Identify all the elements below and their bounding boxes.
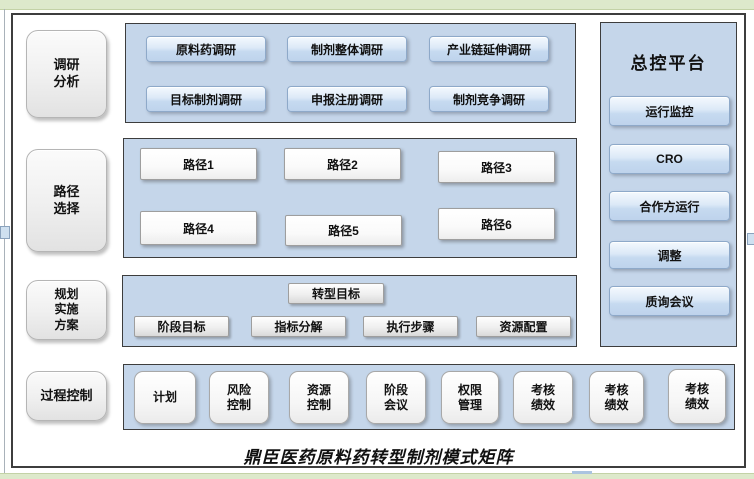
stage-target-box: 阶段目标 [134, 316, 229, 337]
control-platform-title: 总控平台 [630, 54, 707, 73]
transformation-target-label: 转型目标 [311, 287, 360, 301]
resource-allocation-label: 资源配置 [499, 320, 548, 334]
performance-review-box-2: 考核 绩效 [589, 371, 644, 424]
target-formulation-survey-box: 目标制剂调研 [146, 86, 266, 112]
formulation-overall-survey-label: 制剂整体调研 [310, 42, 383, 57]
resource-control-label: 资源 控制 [306, 382, 331, 412]
stage-planning-implementation: 规划 实施 方案 [26, 280, 107, 340]
path-2-label: 路径2 [327, 157, 358, 172]
api-survey-box: 原料药调研 [146, 36, 266, 62]
plan-label: 计划 [152, 390, 177, 404]
performance-review-box-3: 考核 绩效 [668, 369, 726, 424]
plan-box: 计划 [134, 371, 196, 424]
inquiry-meeting-box: 质询会议 [609, 286, 730, 316]
path-4-box: 路径4 [140, 211, 257, 245]
risk-control-label: 风险 控制 [226, 382, 251, 412]
path-6-label: 路径6 [481, 217, 512, 232]
indicator-breakdown-box: 指标分解 [251, 316, 346, 337]
stage-planning-implementation-label: 规划 实施 方案 [54, 286, 79, 332]
api-survey-label: 原料药调研 [175, 42, 236, 57]
inquiry-meeting-label: 质询会议 [645, 294, 694, 309]
stage-meeting-label: 阶段 会议 [383, 382, 408, 412]
performance-review-box-1: 考核 绩效 [513, 371, 573, 424]
stage-process-control-label: 过程控制 [40, 387, 93, 403]
cro-box: CRO [609, 144, 730, 174]
stage-path-selection: 路径 选择 [26, 149, 107, 252]
partner-operation-label: 合作方运行 [639, 199, 700, 214]
performance-review-label-2: 考核 绩效 [604, 382, 629, 412]
operation-monitoring-label: 运行监控 [645, 104, 694, 119]
registration-filing-survey-box: 申报注册调研 [287, 86, 407, 112]
path-1-label: 路径1 [183, 157, 214, 172]
path-4-label: 路径4 [183, 221, 214, 236]
path-6-box: 路径6 [438, 208, 555, 240]
authority-management-label: 权限 管理 [457, 382, 482, 412]
canvas-edge-line [4, 9, 5, 473]
path-5-label: 路径5 [328, 224, 359, 238]
industry-chain-extension-survey-label: 产业链延伸调研 [446, 42, 531, 57]
stage-meeting-box: 阶段 会议 [366, 371, 426, 424]
path-3-box: 路径3 [438, 151, 555, 183]
sheet-margin-bottom [0, 473, 754, 479]
adjustment-label: 调整 [657, 248, 682, 263]
diagram-title: 鼎臣医药原料药转型制剂模式矩阵 [243, 448, 514, 467]
performance-review-label-1: 考核 绩效 [530, 382, 555, 412]
industry-chain-extension-survey-box: 产业链延伸调研 [429, 36, 549, 62]
scroll-handle-right[interactable] [747, 233, 754, 245]
formulation-competition-survey-label: 制剂竞争调研 [452, 92, 525, 107]
resource-allocation-box: 资源配置 [476, 316, 571, 337]
survey-panel: 原料药调研 制剂整体调研 产业链延伸调研 目标制剂调研 申报注册调研 制剂竞争调… [125, 23, 576, 123]
execution-steps-label: 执行步骤 [386, 320, 435, 334]
execution-steps-box: 执行步骤 [363, 316, 458, 337]
scroll-handle-left[interactable] [0, 226, 10, 239]
stage-research-analysis: 调研 分析 [26, 30, 107, 118]
path-2-box: 路径2 [284, 148, 401, 180]
formulation-overall-survey-box: 制剂整体调研 [287, 36, 407, 62]
stage-target-label: 阶段目标 [157, 320, 206, 334]
stage-research-analysis-label: 调研 分析 [53, 57, 80, 89]
authority-management-box: 权限 管理 [441, 371, 499, 424]
target-formulation-survey-label: 目标制剂调研 [169, 92, 242, 107]
adjustment-box: 调整 [609, 241, 730, 269]
process-panel: 计划 风险 控制 资源 控制 阶段 会议 权限 管理 考核 绩效 考核 绩效 考… [123, 364, 735, 430]
stage-process-control: 过程控制 [26, 371, 107, 421]
transformation-target-box: 转型目标 [288, 283, 384, 304]
registration-filing-survey-label: 申报注册调研 [310, 92, 383, 107]
path-3-label: 路径3 [481, 160, 512, 175]
control-platform-panel: 总控平台 运行监控 CRO 合作方运行 调整 质询会议 [600, 22, 737, 347]
path-panel: 路径1 路径2 路径3 路径4 路径5 路径6 [123, 138, 577, 258]
indicator-breakdown-label: 指标分解 [274, 320, 323, 334]
resource-control-box: 资源 控制 [289, 371, 349, 424]
cro-label: CRO [656, 152, 683, 166]
sheet-margin-top [0, 0, 754, 10]
path-5-box: 路径5 [285, 215, 402, 246]
plan-panel: 转型目标 阶段目标 指标分解 执行步骤 资源配置 [122, 275, 577, 347]
partner-operation-box: 合作方运行 [609, 191, 730, 221]
risk-control-box: 风险 控制 [209, 371, 269, 424]
scroll-handle-bottom[interactable] [572, 471, 592, 474]
formulation-competition-survey-box: 制剂竞争调研 [429, 86, 549, 112]
operation-monitoring-box: 运行监控 [609, 96, 730, 126]
performance-review-label-3: 考核 绩效 [684, 381, 709, 411]
path-1-box: 路径1 [140, 148, 257, 180]
stage-path-selection-label: 路径 选择 [53, 183, 80, 216]
